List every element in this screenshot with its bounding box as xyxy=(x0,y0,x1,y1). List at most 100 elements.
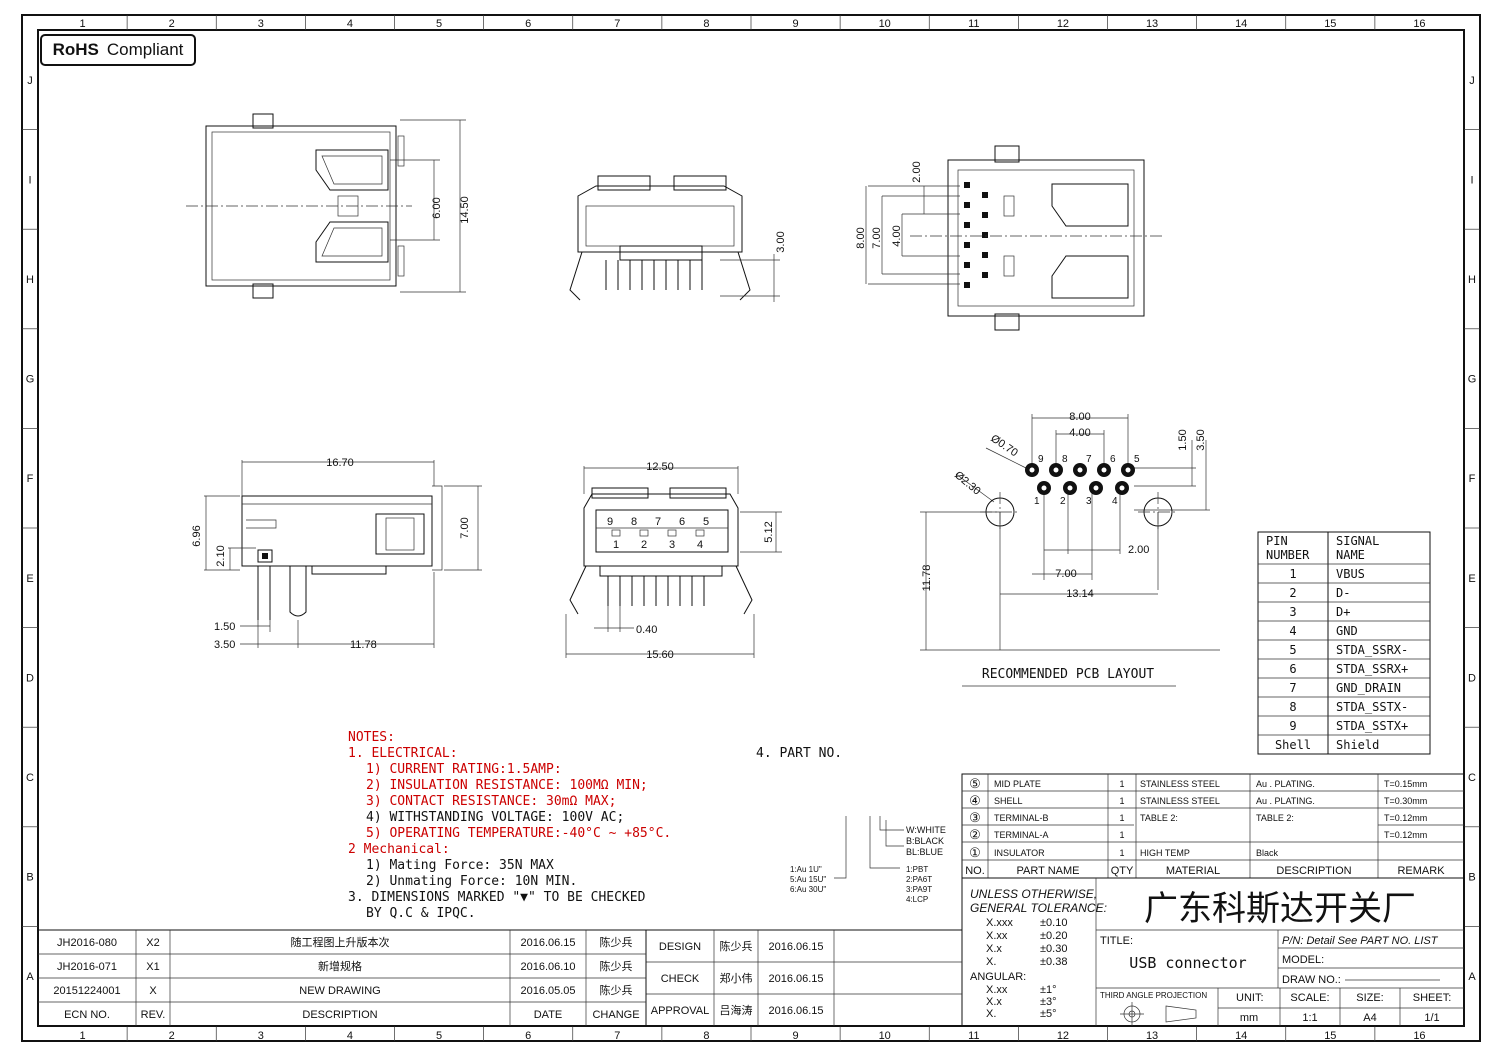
pin-header-2b: NAME xyxy=(1336,548,1365,562)
zone-col-top: 10 xyxy=(879,18,891,30)
rev-header-date: DATE xyxy=(534,1009,563,1021)
unit-label: UNIT: xyxy=(1236,992,1264,1004)
zone-row-right: I xyxy=(1470,174,1473,186)
pcb-pin-bottom-label: 3 xyxy=(1086,496,1092,507)
tol-linear-value: ±0.20 xyxy=(1040,930,1067,942)
code-color-2: B:BLACK xyxy=(906,836,944,846)
tol-title-2: GENERAL TOLERANCE: xyxy=(970,901,1107,915)
bom-header-no: NO. xyxy=(965,865,985,877)
approval-block xyxy=(645,929,963,1027)
tolerance-linear: X.xxx±0.10X.xx±0.20X.x±0.30X.±0.38 xyxy=(986,917,1067,968)
pcb-pin-top-label: 8 xyxy=(1062,454,1068,465)
notes-mechanical: 2 Mechanical: xyxy=(348,842,450,857)
pcb-dim-1-50: 1.50 xyxy=(1177,429,1189,450)
zone-col-top: 4 xyxy=(347,18,353,30)
dim-15-60: 15.60 xyxy=(646,649,674,661)
pin-header-1b: NUMBER xyxy=(1266,548,1310,562)
zone-row-left: J xyxy=(27,75,33,87)
code-mat-4: 4:LCP xyxy=(906,895,928,904)
notes-title: NOTES: xyxy=(348,730,395,745)
rev-rev: X2 xyxy=(146,937,159,949)
zone-row-right: F xyxy=(1469,473,1476,485)
zone-row-left: F xyxy=(27,473,34,485)
check-by: 郑小伟 xyxy=(720,971,753,985)
bom-remark: T=0.12mm xyxy=(1384,830,1427,840)
bom-header-description: DESCRIPTION xyxy=(1276,865,1351,877)
note-e3: 3) CONTACT RESISTANCE: 30mΩ MAX; xyxy=(366,794,616,809)
rev-description: 随工程图上升版本次 xyxy=(291,935,390,949)
pcb-pin-top-label: 6 xyxy=(1110,454,1116,465)
zone-col-top: 14 xyxy=(1235,18,1247,30)
part-code-sketch: 1:Au 1U" 5:Au 15U" 6:Au 30U" W:WHITE B:B… xyxy=(790,816,946,904)
pin-number-cell: 8 xyxy=(1289,700,1296,714)
pcb-dim-d070: Ø0.70 xyxy=(988,433,1020,460)
zone-row-right: J xyxy=(1469,75,1475,87)
projection-label: THIRD ANGLE PROJECTION xyxy=(1100,991,1207,1000)
pin-number-cell: 7 xyxy=(1289,681,1296,695)
pcb-dim-7-00: 7.00 xyxy=(1055,568,1076,580)
front-pin-bottom: 2 xyxy=(641,539,647,551)
zone-col-bottom: 15 xyxy=(1324,1030,1336,1042)
zone-col-bottom: 10 xyxy=(879,1030,891,1042)
pin-number-cell: 3 xyxy=(1289,605,1296,619)
note-m2: 2) Unmating Force: 10N MIN. xyxy=(366,874,577,889)
pcb-pin-bottom-label: 2 xyxy=(1060,496,1066,507)
front-view xyxy=(565,466,782,658)
bom-qty: 1 xyxy=(1119,848,1124,858)
approval-by: 吕海涛 xyxy=(720,1003,753,1017)
signal-name-cell: STDA_SSTX+ xyxy=(1336,719,1408,733)
approval-label: APPROVAL xyxy=(651,1005,710,1017)
zone-col-bottom: 3 xyxy=(258,1030,264,1042)
front-pin-top: 8 xyxy=(631,516,637,528)
zone-col-bottom: 8 xyxy=(703,1030,709,1042)
pcb-pin-bottom-label: 4 xyxy=(1112,496,1118,507)
zone-row-left: G xyxy=(26,374,35,386)
bom-part: TERMINAL-A xyxy=(994,830,1049,840)
zone-col-bottom: 11 xyxy=(968,1030,979,1042)
zone-row-right: G xyxy=(1468,374,1477,386)
zone-col-bottom: 5 xyxy=(436,1030,442,1042)
tol-angular-value: ±5° xyxy=(1040,1008,1057,1020)
model-label: MODEL: xyxy=(1282,954,1324,966)
sheet-label: SHEET: xyxy=(1413,992,1452,1004)
rohs-badge: RoHS Compliant xyxy=(40,34,196,66)
zone-col-top: 12 xyxy=(1057,18,1069,30)
signal-name-cell: VBUS xyxy=(1336,567,1365,581)
note-3a: 3. DIMENSIONS MARKED "▼" TO BE CHECKED xyxy=(348,890,646,905)
rev-description: 新增规格 xyxy=(318,959,362,973)
rev-date: 2016.05.05 xyxy=(520,985,575,997)
zone-row-left: A xyxy=(26,971,34,983)
pcb-dim-11-78: 11.78 xyxy=(921,565,933,592)
tol-title-1: UNLESS OTHERWISE, xyxy=(970,887,1097,901)
tol-linear-key: X.xx xyxy=(986,930,1008,942)
note-part-no: 4. PART NO. xyxy=(756,746,842,761)
zone-row-right: D xyxy=(1468,672,1476,684)
zone-col-top: 16 xyxy=(1413,18,1425,30)
zone-row-left: I xyxy=(28,174,31,186)
dim-6-00: 6.00 xyxy=(431,197,443,218)
pcb-layout xyxy=(920,414,1220,651)
tol-linear-key: X.x xyxy=(986,943,1002,955)
dim-1-50: 1.50 xyxy=(214,621,235,633)
code-plating-3: 6:Au 30U" xyxy=(790,885,826,894)
zone-col-bottom: 9 xyxy=(793,1030,799,1042)
pin-header-2a: SIGNAL xyxy=(1336,534,1379,548)
zone-col-top: 15 xyxy=(1324,18,1336,30)
rev-change: 陈少兵 xyxy=(600,959,633,973)
bom-header-qty: QTY xyxy=(1111,865,1134,877)
top-view-left xyxy=(186,113,466,299)
front-pin-top: 7 xyxy=(655,516,661,528)
part-number: P/N: Detail See PART NO. LIST xyxy=(1282,935,1439,947)
check-date: 2016.06.15 xyxy=(768,973,823,985)
bom-no: ① xyxy=(969,845,981,860)
rev-change: 陈少兵 xyxy=(600,935,633,949)
notes-block: NOTES: 1. ELECTRICAL: 1) CURRENT RATING:… xyxy=(348,730,842,921)
signal-name-cell: D- xyxy=(1336,586,1350,600)
pcb-dim-13-14: 13.14 xyxy=(1066,588,1094,600)
front-pin-top: 9 xyxy=(607,516,613,528)
size-value: A4 xyxy=(1363,1012,1376,1024)
zone-row-right: E xyxy=(1468,573,1475,585)
bom-material: STAINLESS STEEL xyxy=(1140,796,1220,806)
